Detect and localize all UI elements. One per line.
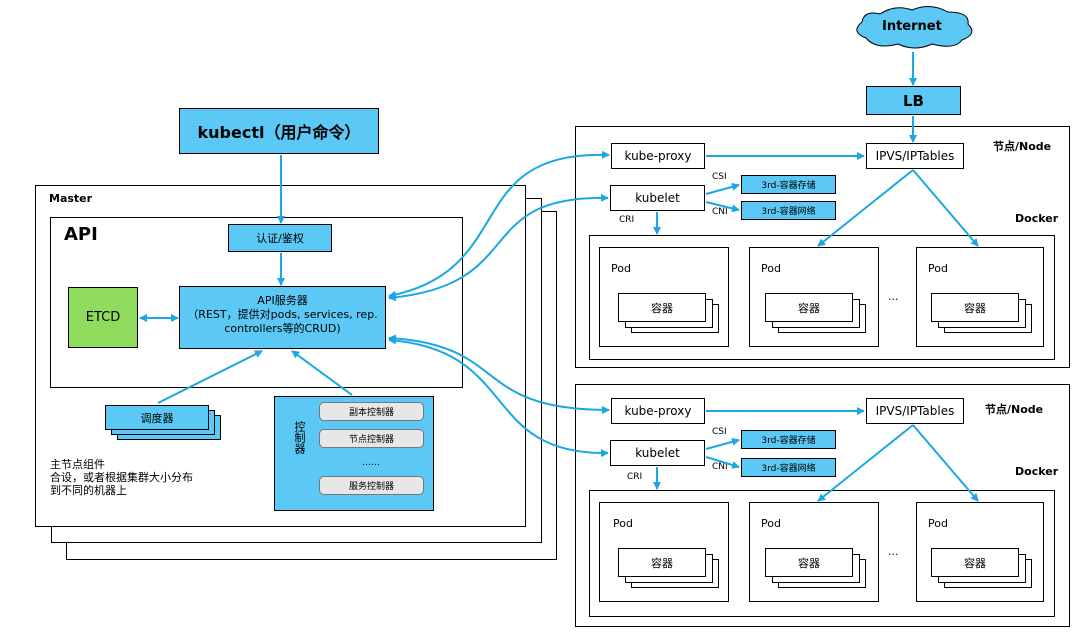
pod-label-1-3: Pod xyxy=(928,262,948,275)
api-server-line-3: controllers等的CRUD) xyxy=(224,322,341,335)
replica-controller-label: 副本控制器 xyxy=(348,408,394,418)
container-label-1-3: 容器 xyxy=(964,301,986,315)
ipvs-box-2: IPVS/IPTables xyxy=(866,398,964,424)
container-box-2-3: 容器 xyxy=(931,548,1019,577)
ipvs-box-1: IPVS/IPTables xyxy=(866,143,964,169)
api-title: API xyxy=(64,224,98,245)
storage-box-1: 3rd-容器存储 xyxy=(741,175,836,194)
kubelet-label-2: kubelet xyxy=(635,446,680,460)
docker-title-1: Docker xyxy=(1015,212,1059,225)
master-note-line-1: 主节点组件 xyxy=(50,458,105,471)
api-server-box: API服务器 （REST，提供对pods, services, rep. con… xyxy=(179,286,386,349)
master-title: Master xyxy=(49,192,93,205)
network-label-1: 3rd-容器网络 xyxy=(761,207,816,217)
kube-proxy-label-1: kube-proxy xyxy=(624,149,692,163)
load-balancer-box: LB xyxy=(866,86,961,115)
cri-label-1: CRI xyxy=(619,215,635,225)
api-server-line-1: API服务器 xyxy=(257,294,308,307)
kube-proxy-box-1: kube-proxy xyxy=(611,143,705,169)
pod-label-1-2: Pod xyxy=(761,262,781,275)
master-note-line-3: 到不同的机器上 xyxy=(50,484,127,497)
node-title-2: 节点/Node xyxy=(985,403,1044,416)
csi-label-2: CSI xyxy=(712,427,727,437)
container-label-2-3: 容器 xyxy=(964,556,986,570)
pod-ellipsis-1: ... xyxy=(888,290,899,303)
storage-box-2: 3rd-容器存储 xyxy=(741,430,836,449)
pod-ellipsis-2: ... xyxy=(888,545,899,558)
master-note-line-2: 合设，或者根据集群大小分布 xyxy=(50,471,193,484)
etcd-label: ETCD xyxy=(85,310,121,325)
csi-label-1: CSI xyxy=(712,172,727,182)
kubectl-box: kubectl（用户命令） xyxy=(179,108,379,154)
kubelet-label-1: kubelet xyxy=(635,191,680,205)
kube-proxy-box-2: kube-proxy xyxy=(611,398,705,424)
pod-label-1-1: Pod xyxy=(611,262,631,275)
ipvs-label-1: IPVS/IPTables xyxy=(875,149,955,163)
load-balancer-label: LB xyxy=(903,91,924,110)
etcd-box: ETCD xyxy=(68,287,138,348)
pod-label-2-2: Pod xyxy=(761,517,781,530)
controller-title: 控制器 xyxy=(293,421,306,454)
auth-box: 认证/鉴权 xyxy=(228,224,332,252)
service-controller: 服务控制器 xyxy=(319,476,424,495)
container-box-2-2: 容器 xyxy=(765,548,853,577)
internet-label: Internet xyxy=(882,19,942,34)
kubectl-label: kubectl（用户命令） xyxy=(197,123,361,142)
controller-ellipsis: …… xyxy=(362,458,380,468)
container-box-2-1: 容器 xyxy=(618,548,706,577)
scheduler-label: 调度器 xyxy=(140,411,174,425)
pod-label-2-1: Pod xyxy=(613,517,633,530)
pod-label-2-3: Pod xyxy=(928,517,948,530)
cri-label-2: CRI xyxy=(627,472,643,482)
cni-label-2: CNI xyxy=(712,462,728,472)
master-note: 主节点组件 合设，或者根据集群大小分布 到不同的机器上 xyxy=(50,458,193,497)
storage-label-2: 3rd-容器存储 xyxy=(761,436,816,446)
scheduler-box: 调度器 xyxy=(105,405,209,430)
service-controller-label: 服务控制器 xyxy=(348,482,394,492)
network-box-2: 3rd-容器网络 xyxy=(741,458,836,477)
container-box-1-1: 容器 xyxy=(618,293,706,322)
replica-controller: 副本控制器 xyxy=(319,402,424,421)
container-box-1-2: 容器 xyxy=(765,293,853,322)
node-title-1: 节点/Node xyxy=(993,140,1052,153)
container-label-2-2: 容器 xyxy=(798,556,820,570)
api-server-line-2: （REST，提供对pods, services, rep. xyxy=(187,308,378,321)
container-box-1-3: 容器 xyxy=(931,293,1019,322)
docker-title-2: Docker xyxy=(1015,465,1059,478)
network-box-1: 3rd-容器网络 xyxy=(741,201,836,220)
container-label-1-1: 容器 xyxy=(651,301,673,315)
ipvs-label-2: IPVS/IPTables xyxy=(875,404,955,418)
kubelet-box-2: kubelet xyxy=(610,440,705,466)
node-controller: 节点控制器 xyxy=(319,429,424,448)
node-controller-label: 节点控制器 xyxy=(348,435,394,445)
container-label-1-2: 容器 xyxy=(798,301,820,315)
auth-label: 认证/鉴权 xyxy=(256,232,304,245)
kube-proxy-label-2: kube-proxy xyxy=(624,404,692,418)
storage-label-1: 3rd-容器存储 xyxy=(761,181,816,191)
kubelet-box-1: kubelet xyxy=(610,185,705,211)
network-label-2: 3rd-容器网络 xyxy=(761,464,816,474)
cni-label-1: CNI xyxy=(712,207,728,217)
container-label-2-1: 容器 xyxy=(651,556,673,570)
